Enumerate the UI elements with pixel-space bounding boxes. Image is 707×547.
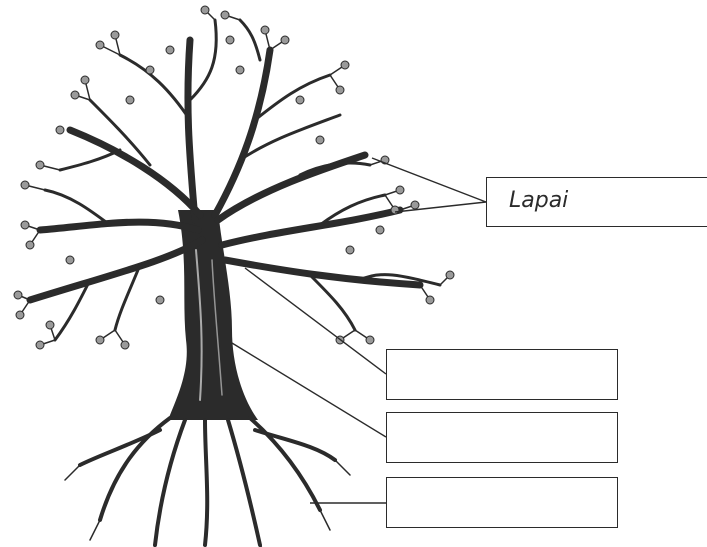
tree-roots: [78, 416, 337, 547]
leader-bark: [231, 342, 387, 438]
leader-crown-lower: [394, 201, 487, 213]
tree-illustration: [13, 5, 455, 547]
leader-trunk: [244, 267, 387, 375]
tree-leaves: [13, 5, 455, 350]
tree-branches: [26, 36, 424, 304]
tree-trunk: [168, 210, 258, 420]
label-crown-text: Lapai: [509, 188, 569, 213]
label-box-trunk[interactable]: [386, 349, 618, 400]
leader-lines: [231, 157, 487, 504]
label-box-crown[interactable]: Lapai: [486, 177, 707, 227]
leader-crown-upper: [371, 157, 487, 203]
label-box-bark[interactable]: [386, 412, 618, 463]
label-box-roots[interactable]: [386, 477, 618, 528]
